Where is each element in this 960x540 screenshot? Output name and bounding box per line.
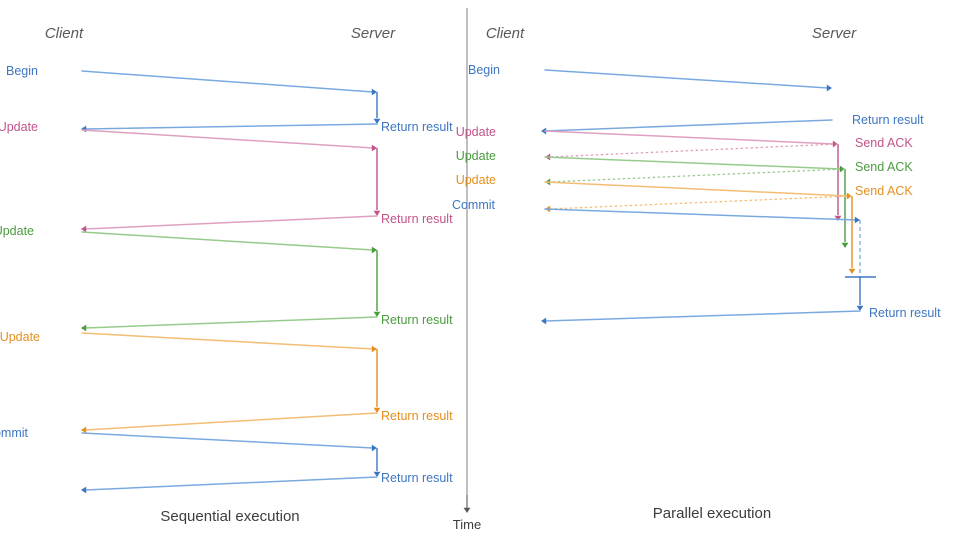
message-label-return-result: Return result bbox=[381, 120, 453, 134]
message-label-return-result: Return result bbox=[852, 113, 924, 127]
message-arrowhead-left bbox=[81, 324, 87, 332]
message-label-begin: Begin bbox=[468, 63, 500, 77]
message-label-update: Update bbox=[456, 173, 496, 187]
message-label-commit: Commit bbox=[452, 198, 496, 212]
panel-caption: Sequential execution bbox=[160, 508, 299, 525]
message-line-response bbox=[544, 310, 861, 322]
message-label-update: Update bbox=[456, 149, 496, 163]
message-label-update: Update bbox=[0, 330, 40, 344]
message-line-response bbox=[84, 123, 378, 130]
message-line-ack bbox=[548, 143, 839, 158]
server-hold-arrowhead bbox=[848, 268, 856, 274]
server-hold-arrowhead bbox=[856, 305, 864, 311]
message-label-return-result: Return result bbox=[381, 471, 453, 485]
message-arrowhead-left bbox=[81, 125, 87, 133]
message-line-response bbox=[84, 316, 378, 329]
message-arrowhead-left bbox=[541, 317, 547, 325]
message-label-send-ack: Send ACK bbox=[855, 160, 913, 174]
message-line-request bbox=[81, 129, 374, 149]
message-line-request bbox=[544, 130, 835, 145]
message-arrowhead-left bbox=[81, 225, 87, 233]
message-arrowhead-left bbox=[541, 127, 547, 135]
message-arrowhead-right bbox=[826, 84, 832, 92]
message-arrowhead-left bbox=[81, 486, 87, 494]
message-arrowhead-right bbox=[371, 444, 377, 452]
message-arrowhead-left bbox=[81, 426, 87, 434]
lane-title-client: Client bbox=[45, 25, 84, 42]
message-label-return-result: Return result bbox=[381, 409, 453, 423]
message-line-response bbox=[544, 119, 833, 132]
message-line-ack bbox=[548, 195, 853, 210]
message-arrowhead-right bbox=[832, 140, 838, 148]
message-label-begin: Begin bbox=[6, 64, 38, 78]
server-hold-arrowhead bbox=[834, 215, 842, 221]
message-arrowhead-right bbox=[371, 144, 377, 152]
server-hold-arrowhead bbox=[373, 311, 381, 317]
message-label-update: Update bbox=[456, 125, 496, 139]
message-line-response bbox=[84, 412, 378, 431]
message-arrowhead-right bbox=[371, 88, 377, 96]
time-axis-label: Time bbox=[453, 517, 481, 532]
message-label-send-ack: Send ACK bbox=[855, 184, 913, 198]
time-axis-arrowhead bbox=[463, 507, 471, 513]
server-hold-arrowhead bbox=[373, 471, 381, 477]
message-arrowhead-right bbox=[371, 246, 377, 254]
message-label-return-result: Return result bbox=[381, 313, 453, 327]
server-hold-arrowhead bbox=[373, 407, 381, 413]
message-line-request bbox=[81, 70, 374, 93]
server-hold-arrowhead bbox=[373, 118, 381, 124]
message-arrowhead-right bbox=[839, 165, 845, 173]
message-line-request bbox=[544, 208, 857, 221]
message-line-request bbox=[544, 69, 829, 89]
panel-caption: Parallel execution bbox=[653, 505, 771, 522]
message-line-request bbox=[81, 332, 374, 350]
message-arrowhead-right bbox=[846, 192, 852, 200]
server-hold-arrowhead bbox=[373, 210, 381, 216]
message-arrowhead-right bbox=[371, 345, 377, 353]
message-line-request bbox=[544, 181, 849, 197]
message-label-return-result: Return result bbox=[381, 212, 453, 226]
message-line-ack bbox=[548, 168, 846, 183]
message-line-response bbox=[84, 476, 378, 491]
lane-title-server: Server bbox=[812, 25, 857, 42]
lane-title-server: Server bbox=[351, 25, 396, 42]
message-line-request bbox=[544, 156, 842, 170]
message-line-response bbox=[84, 215, 378, 230]
message-line-request bbox=[81, 231, 374, 251]
message-arrowhead-right bbox=[854, 216, 860, 224]
server-hold-arrowhead bbox=[841, 242, 849, 248]
message-line-request bbox=[81, 432, 374, 449]
message-label-update: Update bbox=[0, 120, 38, 134]
message-label-commit: Commit bbox=[0, 426, 29, 440]
message-label-return-result: Return result bbox=[869, 306, 941, 320]
message-label-update: Update bbox=[0, 224, 34, 238]
lane-title-client: Client bbox=[486, 25, 525, 42]
message-label-send-ack: Send ACK bbox=[855, 136, 913, 150]
